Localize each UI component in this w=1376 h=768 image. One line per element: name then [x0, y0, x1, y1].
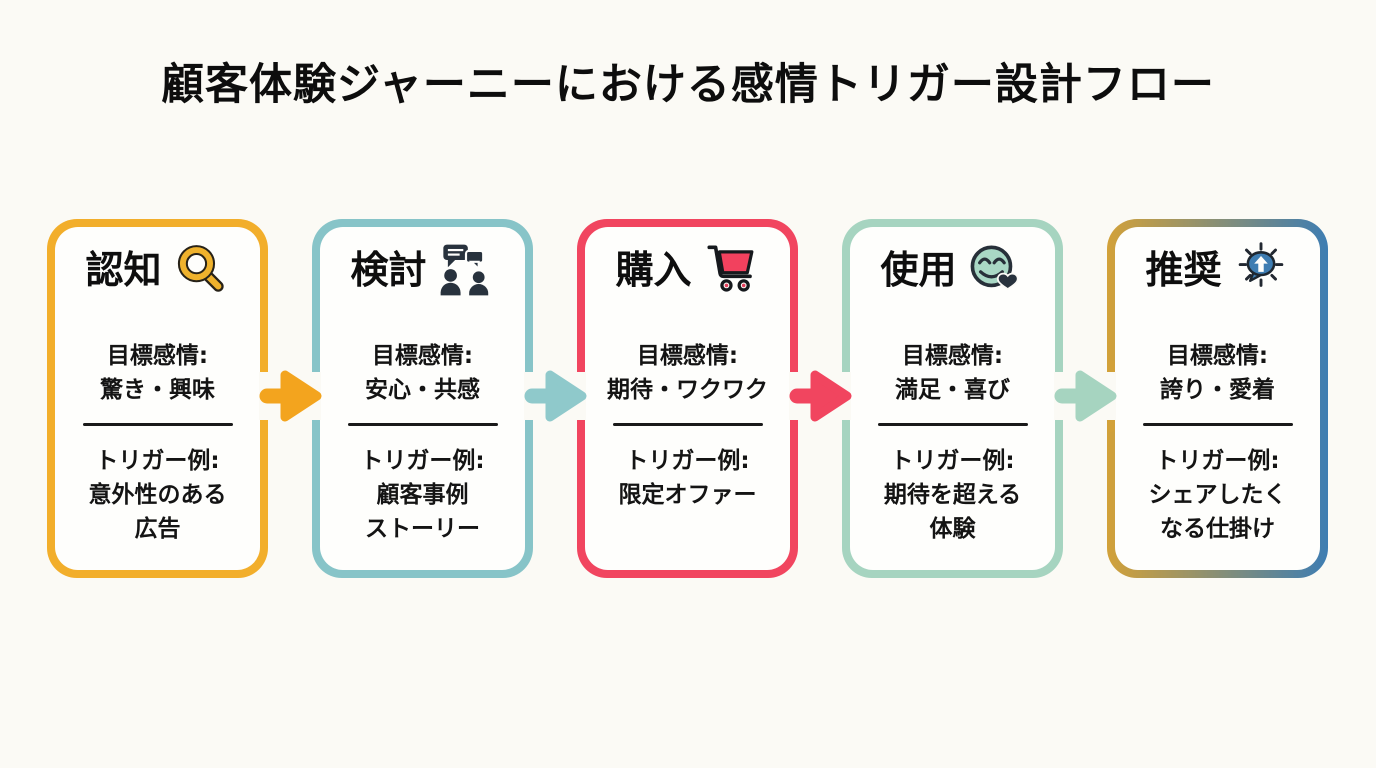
border-gap-cap — [260, 360, 268, 376]
trigger-value: 限定オファー — [618, 482, 757, 508]
stage-header: 購入 — [585, 241, 790, 299]
emotion-block: 目標感情: 驚き・興味 — [55, 339, 260, 407]
stage-card-body: 推奨 — [1115, 227, 1320, 570]
trigger-label: トリガー例: — [95, 448, 220, 474]
flow-arrow-2 — [523, 370, 587, 422]
flow-arrow-4 — [1053, 370, 1117, 422]
trigger-value: シェアしたく なる仕掛け — [1148, 482, 1287, 542]
stage-card-advocacy: 推奨 — [1107, 219, 1328, 578]
border-gap-cap — [525, 360, 533, 376]
stage-name: 検討 — [350, 248, 427, 292]
emotion-value: 満足・喜び — [895, 377, 1010, 403]
emotion-label: 目標感情: — [106, 343, 209, 369]
trigger-block: トリガー例: シェアしたく なる仕掛け — [1115, 444, 1320, 546]
smiley-heart-icon — [967, 241, 1025, 299]
emotion-block: 目標感情: 誇り・愛着 — [1115, 339, 1320, 407]
divider-line — [347, 423, 498, 426]
flow-arrow-1 — [258, 370, 322, 422]
stage-card-awareness: 認知 目標感情: 驚き・興味 トリガー例: 意外性のある 広告 — [47, 219, 268, 578]
border-gap-cap — [790, 360, 798, 376]
stage-card-purchase: 購入 目標感情: 期待・ワクワク トリガー例: — [577, 219, 798, 578]
emotion-label: 目標感情: — [1166, 343, 1269, 369]
border-gap-cap — [1107, 360, 1115, 376]
trigger-label: トリガー例: — [360, 448, 485, 474]
stage-card-body: 購入 目標感情: 期待・ワクワク トリガー例: — [585, 227, 790, 570]
stage-name: 認知 — [85, 248, 162, 292]
border-gap-cap — [842, 416, 850, 432]
emotion-label: 目標感情: — [901, 343, 1004, 369]
trigger-block: トリガー例: 意外性のある 広告 — [55, 444, 260, 546]
trigger-value: 意外性のある 広告 — [88, 482, 227, 542]
emotion-value: 期待・ワクワク — [607, 377, 768, 403]
trigger-label: トリガー例: — [1155, 448, 1280, 474]
stage-header: 使用 — [850, 241, 1055, 299]
divider-line — [612, 423, 763, 426]
divider-line — [1142, 423, 1293, 426]
border-gap-cap — [842, 360, 850, 376]
border-gap-cap — [260, 416, 268, 432]
stage-card-body: 検討 目標感情: — [320, 227, 525, 570]
stage-header: 認知 — [55, 241, 260, 299]
emotion-value: 安心・共感 — [365, 377, 480, 403]
trigger-value: 期待を超える 体験 — [883, 482, 1022, 542]
page-title: 顧客体験ジャーニーにおける感情トリガー設計フロー — [161, 60, 1215, 110]
stage-name: 使用 — [880, 248, 957, 292]
divider-line — [82, 423, 233, 426]
share-burst-icon — [1232, 241, 1290, 299]
emotion-value: 驚き・興味 — [100, 377, 215, 403]
magnifier-icon — [172, 241, 230, 299]
divider-line — [877, 423, 1028, 426]
border-gap-cap — [577, 360, 585, 376]
border-gap-cap — [1107, 416, 1115, 432]
stage-card-usage: 使用 目標感情: 満足・喜び トリガー例: 期待を超える — [842, 219, 1063, 578]
border-gap-cap — [577, 416, 585, 432]
emotion-block: 目標感情: 期待・ワクワク — [585, 339, 790, 407]
emotion-label: 目標感情: — [371, 343, 474, 369]
emotion-label: 目標感情: — [636, 343, 739, 369]
border-gap-cap — [790, 416, 798, 432]
stage-card-body: 認知 目標感情: 驚き・興味 トリガー例: 意外性のある 広告 — [55, 227, 260, 570]
border-gap-cap — [312, 360, 320, 376]
stage-card-body: 使用 目標感情: 満足・喜び トリガー例: 期待を超える — [850, 227, 1055, 570]
trigger-value: 顧客事例 ストーリー — [365, 482, 480, 542]
chat-people-icon — [437, 241, 495, 299]
border-gap-cap — [525, 416, 533, 432]
stage-name: 購入 — [615, 248, 692, 292]
border-gap-cap — [312, 416, 320, 432]
trigger-label: トリガー例: — [625, 448, 750, 474]
shopping-cart-icon — [702, 241, 760, 299]
flow-arrow-3 — [788, 370, 852, 422]
border-gap-cap — [1055, 360, 1063, 376]
trigger-block: トリガー例: 期待を超える 体験 — [850, 444, 1055, 546]
emotion-value: 誇り・愛着 — [1160, 377, 1275, 403]
stage-name: 推奨 — [1145, 248, 1222, 292]
stage-header: 検討 — [320, 241, 525, 299]
trigger-block: トリガー例: 顧客事例 ストーリー — [320, 444, 525, 546]
emotion-block: 目標感情: 安心・共感 — [320, 339, 525, 407]
trigger-label: トリガー例: — [890, 448, 1015, 474]
border-gap-cap — [1055, 416, 1063, 432]
stage-card-consideration: 検討 目標感情: — [312, 219, 533, 578]
trigger-block: トリガー例: 限定オファー — [585, 444, 790, 512]
stage-header: 推奨 — [1115, 241, 1320, 299]
emotion-block: 目標感情: 満足・喜び — [850, 339, 1055, 407]
